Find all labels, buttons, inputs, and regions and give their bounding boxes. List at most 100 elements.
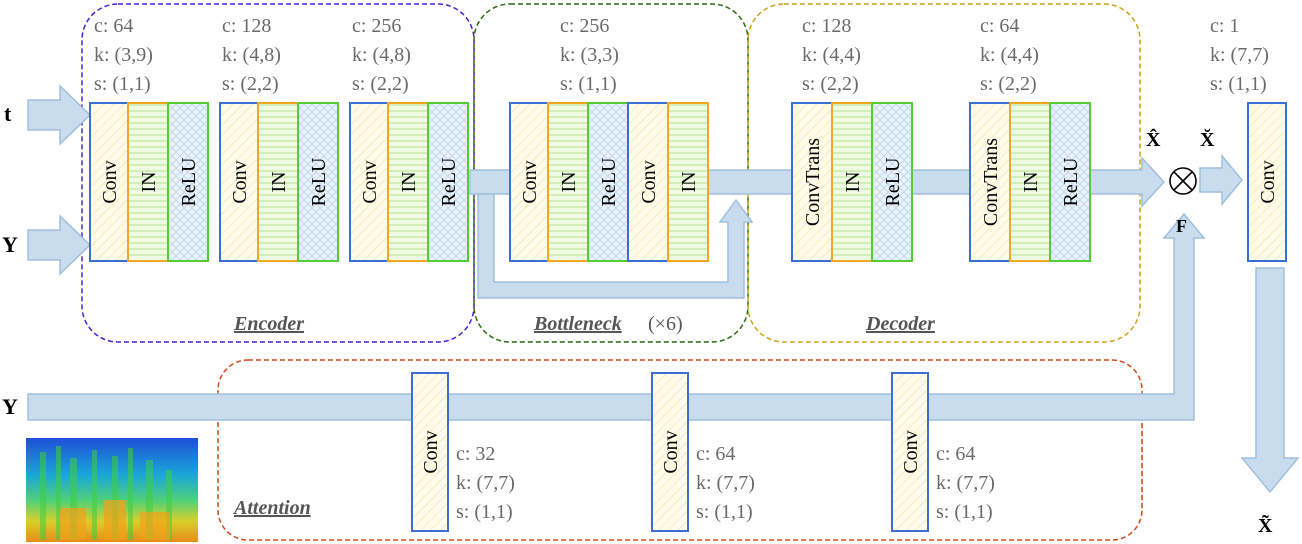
dec2-relu-label: ReLU	[1060, 157, 1082, 206]
att2-conv-label: Conv	[660, 430, 682, 473]
enc3-in-label: IN	[398, 171, 420, 192]
enc2-in-label: IN	[268, 171, 290, 192]
f-label: F	[1176, 216, 1187, 236]
bottleneck-in-1	[547, 102, 589, 262]
decoder-2-in	[1009, 102, 1051, 262]
dec1-relu-label: ReLU	[882, 157, 904, 206]
encoder-block-2	[219, 102, 339, 262]
attention-group-box	[217, 359, 1143, 541]
attention-stream-arrow	[27, 212, 1206, 421]
input-y-label: Y	[2, 232, 18, 257]
enc1-in-label: IN	[138, 171, 160, 192]
spectrogram-image	[26, 438, 198, 542]
bott-conv2-label: Conv	[638, 160, 660, 203]
encoder-3-in	[387, 102, 429, 262]
decoder-1-in	[831, 102, 873, 262]
dec1-s: s: (2,2)	[802, 73, 859, 95]
dec1-in-label: IN	[842, 171, 864, 192]
encoder-3-relu	[427, 102, 469, 262]
decoder-block-1	[791, 102, 913, 262]
bottleneck-in-2	[667, 102, 709, 262]
bottleneck-repeat-label: (×6)	[648, 313, 683, 335]
enc3-k: k: (4,8)	[352, 44, 411, 66]
decoder-2-convtrans	[969, 102, 1011, 262]
att3-c: c: 64	[936, 443, 975, 465]
bottleneck-conv-1	[509, 102, 549, 262]
residual-skip-arrow	[477, 193, 754, 299]
encoder-3-conv	[349, 102, 389, 262]
enc1-relu-label: ReLU	[178, 157, 200, 206]
enc3-c: c: 256	[352, 15, 401, 37]
input-y-attention-label: Y	[2, 394, 18, 419]
input-y-arrow	[27, 214, 92, 276]
encoder-1-relu	[167, 102, 209, 262]
enc1-k: k: (3,9)	[94, 44, 153, 66]
attention-label: Attention	[232, 497, 311, 519]
bott-relu-label: ReLU	[598, 157, 620, 206]
encoder-block-3	[349, 102, 469, 262]
decoder-1-relu	[871, 102, 913, 262]
enc1-c: c: 64	[94, 15, 133, 37]
bott-in1-label: IN	[558, 171, 580, 192]
enc2-s: s: (2,2)	[222, 73, 279, 95]
attention-conv-3	[891, 372, 929, 532]
enc2-relu-label: ReLU	[308, 157, 330, 206]
bottleneck-label: Bottleneck	[533, 313, 622, 335]
output-conv	[1247, 102, 1287, 262]
enc3-s: s: (2,2)	[352, 73, 409, 95]
x-tilde-label: X̃	[1258, 514, 1273, 537]
input-t-arrow	[27, 84, 92, 146]
att1-s: s: (1,1)	[456, 501, 513, 523]
encoder-group-box	[81, 3, 475, 343]
enc1-conv-label: Conv	[99, 160, 121, 203]
attention-conv-2	[651, 372, 689, 532]
encoder-1-in	[127, 102, 169, 262]
enc2-k: k: (4,8)	[222, 44, 281, 66]
bott-s: s: (1,1)	[560, 73, 617, 95]
enc2-c: c: 128	[222, 15, 271, 37]
bottleneck-block	[509, 102, 709, 262]
dec2-s: s: (2,2)	[980, 73, 1037, 95]
decoder-1-convtrans	[791, 102, 833, 262]
att3-k: k: (7,7)	[936, 472, 995, 494]
enc1-s: s: (1,1)	[94, 73, 151, 95]
enc3-conv-label: Conv	[359, 160, 381, 203]
out-c: c: 1	[1210, 15, 1239, 37]
encoder-2-relu	[297, 102, 339, 262]
bott-in2-label: IN	[678, 171, 700, 192]
dec1-c: c: 128	[802, 15, 851, 37]
att1-c: c: 32	[456, 443, 495, 465]
encoder-2-conv	[219, 102, 259, 262]
bott-k: k: (3,3)	[560, 44, 619, 66]
input-t-label: t	[4, 101, 12, 126]
enc2-conv-label: Conv	[229, 160, 251, 203]
decoder-block-2	[969, 102, 1091, 262]
bottleneck-conv-2	[627, 102, 669, 262]
enc3-relu-label: ReLU	[438, 157, 460, 206]
x-hat-label: X̂	[1146, 127, 1161, 151]
out-conv-label: Conv	[1257, 160, 1279, 203]
dec2-k: k: (4,4)	[980, 44, 1039, 66]
dec1-convtrans-label: ConvTrans	[802, 138, 824, 226]
bott-c: c: 256	[560, 15, 609, 37]
output-down-arrow	[1240, 267, 1300, 494]
attention-conv-1	[411, 372, 449, 532]
out-k: k: (7,7)	[1210, 44, 1269, 66]
decoder-label: Decoder	[865, 313, 935, 335]
to-output-conv-arrow	[1199, 153, 1243, 207]
encoder-2-in	[257, 102, 299, 262]
dec1-k: k: (4,4)	[802, 44, 861, 66]
x-breve-label: X̆	[1200, 127, 1215, 151]
att3-conv-label: Conv	[900, 430, 922, 473]
att1-conv-label: Conv	[420, 430, 442, 473]
out-s: s: (1,1)	[1210, 73, 1267, 95]
decoder-2-relu	[1049, 102, 1091, 262]
att2-s: s: (1,1)	[696, 501, 753, 523]
dec2-convtrans-label: ConvTrans	[980, 138, 1002, 226]
encoder-block-1	[89, 102, 209, 262]
bott-conv1-label: Conv	[519, 160, 541, 203]
att1-k: k: (7,7)	[456, 472, 515, 494]
encoder-label: Encoder	[233, 313, 304, 335]
dec2-in-label: IN	[1020, 171, 1042, 192]
